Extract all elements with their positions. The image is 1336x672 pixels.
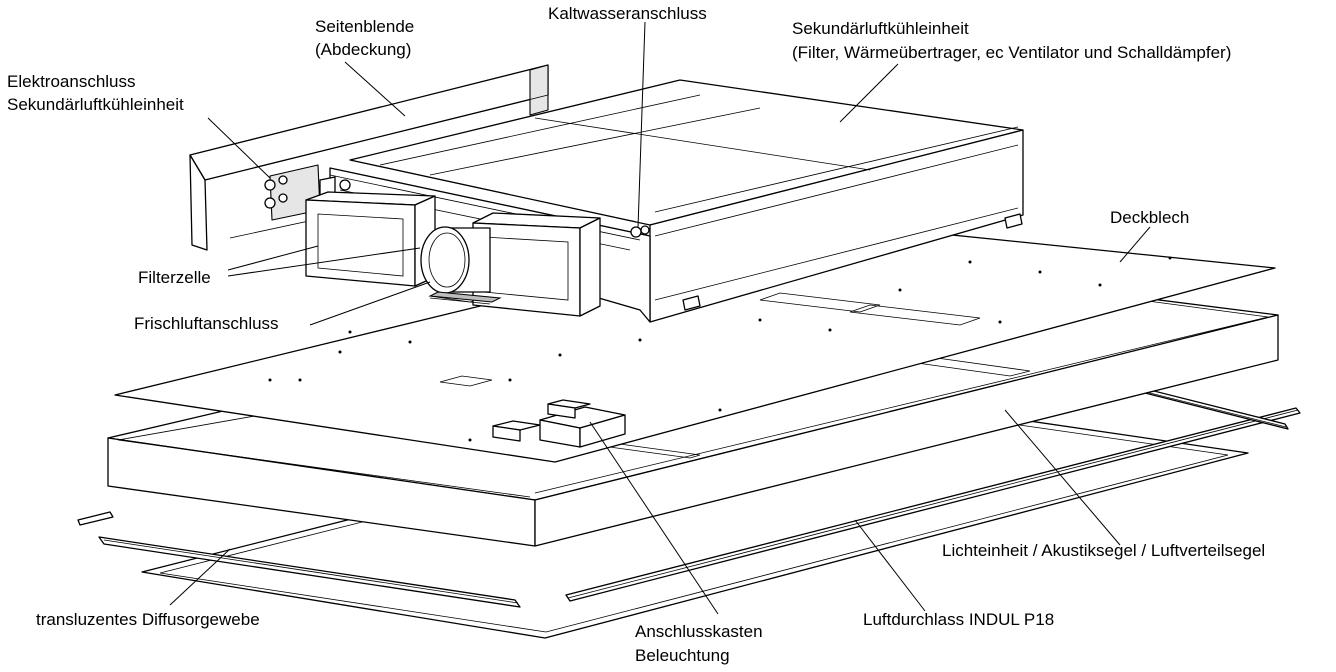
label-elektro-sekundaer: Sekundärluftkühleinheit <box>7 95 184 114</box>
label-sekundaerluftkuehleinheit: Sekundärluftkühleinheit <box>792 19 969 38</box>
label-diffusorgewebe: transluzentes Diffusorgewebe <box>36 610 260 629</box>
slot-diffuser-rails <box>77 387 1301 608</box>
junction-box-lighting <box>492 399 626 448</box>
label-luftdurchlass: Luftdurchlass INDUL P18 <box>863 610 1055 629</box>
label-lichteinheit: Lichteinheit / Akustiksegel / Luftvertei… <box>942 541 1266 560</box>
fresh-air-duct <box>420 226 502 305</box>
label-kaltwasseranschluss: Kaltwasseranschluss <box>548 4 707 23</box>
label-abdeckung: (Abdeckung) <box>315 40 412 59</box>
side-cover-panel <box>189 64 549 251</box>
label-filterzelle: Filterzelle <box>138 268 211 287</box>
label-sekundaer-detail: (Filter, Wärmeübertrager, ec Ventilator … <box>792 43 1232 62</box>
label-elektroanschluss: Elektroanschluss <box>7 72 136 91</box>
label-deckblech: Deckblech <box>1110 208 1190 227</box>
label-anschlusskasten: Anschlusskasten <box>635 622 763 641</box>
leader-lines <box>169 21 1151 615</box>
label-seitenblende: Seitenblende <box>315 17 415 36</box>
label-beleuchtung: Beleuchtung <box>635 646 730 665</box>
filter-cell-left <box>305 191 436 287</box>
label-frischluftanschluss: Frischluftanschluss <box>134 314 279 333</box>
